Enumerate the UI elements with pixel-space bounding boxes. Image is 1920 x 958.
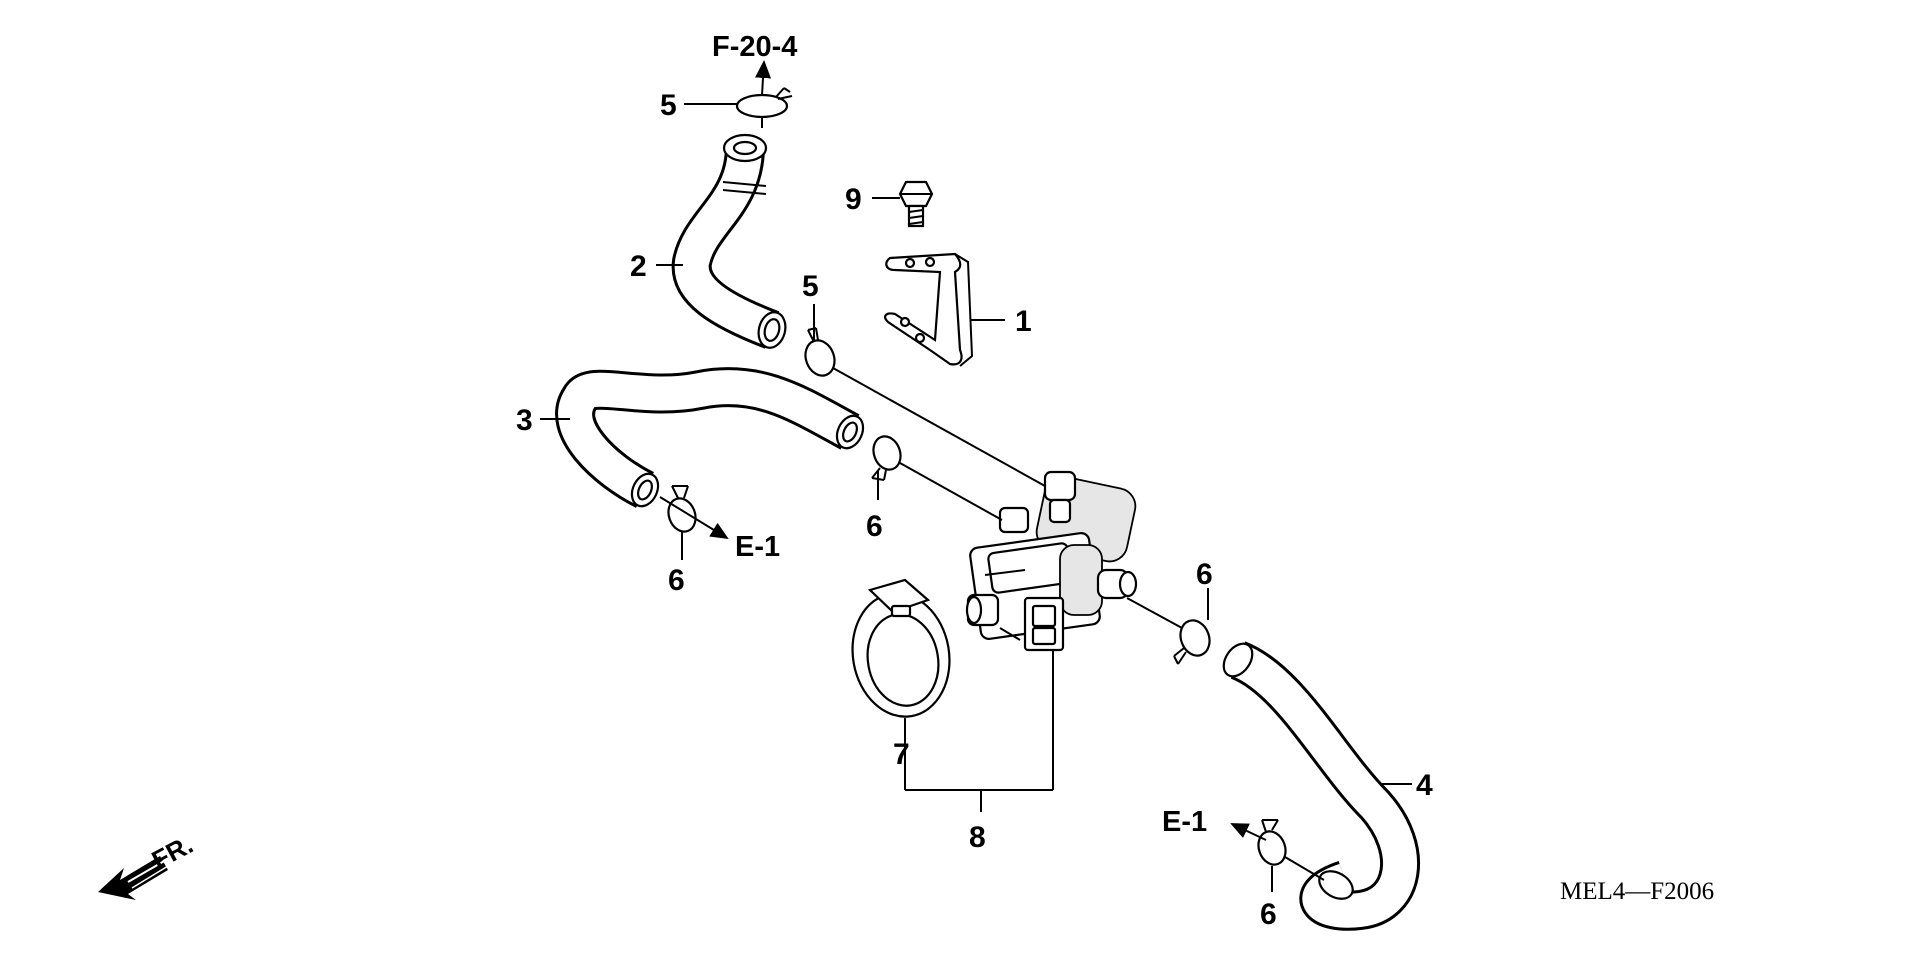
- reference-e-1-left: E-1: [735, 531, 780, 563]
- callout-9: 9: [845, 183, 862, 216]
- callout-5-middle: 5: [802, 270, 819, 303]
- diagram-code: MEL4—F2006: [1560, 878, 1714, 905]
- band-7: [851, 578, 951, 718]
- hose-2: [671, 133, 787, 349]
- clip-6-right: [1173, 619, 1211, 665]
- callout-1: 1: [1015, 305, 1032, 338]
- bolt-9: [898, 180, 934, 228]
- clip-5-top: [735, 87, 793, 119]
- callout-6-left: 6: [668, 564, 685, 597]
- hose-4: [1222, 641, 1420, 931]
- callout-6-right: 6: [1196, 558, 1213, 591]
- callout-8: 8: [969, 821, 986, 854]
- leader-lines: [540, 60, 1412, 892]
- front-arrow-icon: [98, 856, 169, 900]
- callout-6-center: 6: [866, 510, 883, 543]
- callout-5-top: 5: [660, 89, 677, 122]
- bracket-1: [884, 252, 974, 367]
- callout-2: 2: [630, 250, 647, 283]
- clip-6-center: [871, 435, 902, 481]
- clip-6-bottom: [1257, 819, 1287, 866]
- control-valve-8: [965, 470, 1138, 652]
- callout-3: 3: [516, 404, 533, 437]
- callout-6-bottom: 6: [1260, 898, 1277, 931]
- hose-3: [555, 367, 865, 508]
- clip-5-middle: [804, 327, 836, 377]
- callout-7: 7: [893, 738, 910, 771]
- reference-e-1-bottom: E-1: [1162, 806, 1207, 838]
- reference-f-20-4: F-20-4: [712, 31, 797, 63]
- callout-4: 4: [1416, 769, 1433, 802]
